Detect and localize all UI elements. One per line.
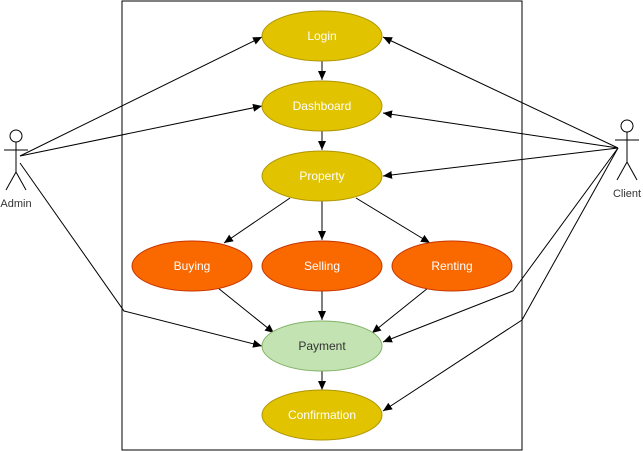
use-case-dashboard: Dashboard [261, 80, 383, 132]
payment-label: Payment [298, 339, 346, 353]
use-case-selling: Selling [261, 240, 383, 292]
renting-ellipse [391, 240, 513, 292]
login-label: Login [307, 29, 336, 43]
use-case-login: Login [261, 10, 383, 62]
arrow-buying-payment [217, 287, 275, 334]
arrow-property-renting [355, 197, 431, 244]
admin-leg-left [5, 171, 17, 191]
arrow-admin-login [19, 36, 263, 157]
arrow-client-confirmation [382, 147, 619, 412]
login-ellipse [261, 10, 383, 62]
use-case-renting: Renting [391, 240, 513, 292]
admin-label: Admin [0, 198, 31, 210]
admin-actor: Admin [0, 129, 32, 210]
payment-ellipse [261, 320, 383, 372]
arrow-admin-dashboard [19, 103, 263, 157]
client-label: Client [613, 188, 641, 200]
arrow-client-dashboard [382, 110, 619, 149]
arrow-renting-payment [371, 287, 429, 334]
arrow-admin-payment [19, 162, 263, 348]
arrow-client-login [382, 36, 619, 149]
buying-label: Buying [174, 259, 211, 273]
confirmation-label: Confirmation [288, 408, 356, 422]
renting-label: Renting [431, 259, 472, 273]
client-leg-left [616, 161, 628, 181]
arrow-client-payment [382, 147, 619, 343]
dashboard-label: Dashboard [293, 99, 352, 113]
property-ellipse [261, 150, 383, 202]
client-leg-right [626, 161, 638, 181]
client-actor: Client [613, 119, 641, 200]
client-head-icon [620, 119, 634, 133]
arrow-client-property [382, 147, 619, 179]
dashboard-ellipse [261, 80, 383, 132]
buying-ellipse [131, 240, 253, 292]
use-case-confirmation: Confirmation [261, 389, 383, 441]
use-case-buying: Buying [131, 240, 253, 292]
use-case-payment: Payment [261, 320, 383, 372]
use-case-property: Property [261, 150, 383, 202]
admin-head-icon [9, 129, 23, 143]
selling-label: Selling [304, 259, 340, 273]
confirmation-ellipse [261, 389, 383, 441]
property-label: Property [299, 169, 344, 183]
arrow-property-buying [223, 197, 291, 244]
selling-ellipse [261, 240, 383, 292]
admin-leg-right [15, 171, 27, 191]
